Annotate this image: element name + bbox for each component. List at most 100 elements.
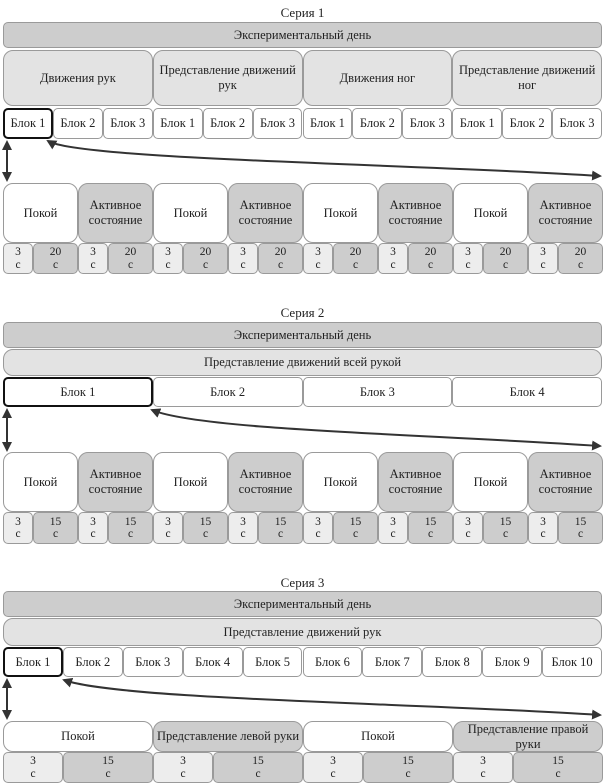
rest-duration-cell-label: 3 с <box>15 515 21 540</box>
rest-duration-cell-label: 3 с <box>240 515 246 540</box>
active-state-box-label: Активное состояние <box>88 198 143 227</box>
rest-state-box: Покой <box>153 452 228 512</box>
block-cell[interactable]: Блок 10 <box>542 647 602 677</box>
active-state-box: Активное состояние <box>228 452 303 512</box>
active-duration-cell: 20 с <box>258 243 303 274</box>
rest-state-box-label: Покой <box>323 474 358 489</box>
active-duration-cell: 20 с <box>333 243 378 274</box>
rest-state-box-label: Покой <box>473 474 508 489</box>
block-cell-label: Блок 6 <box>314 654 350 669</box>
rest-duration-cell-label: 3 с <box>540 515 546 540</box>
block-cell[interactable]: Блок 4 <box>182 647 243 677</box>
rest-state-box-label: Покой <box>323 205 358 220</box>
expand-curved-arrow <box>46 139 602 181</box>
block-cell[interactable]: Блок 1 <box>452 108 503 139</box>
rest-duration-cell-label: 3 с <box>165 515 171 540</box>
block-cell[interactable]: Блок 3 <box>122 647 183 677</box>
rest-state-box: Покой <box>303 452 378 512</box>
rest-duration-cell: 3 с <box>153 752 213 783</box>
active-duration-cell: 15 с <box>513 752 603 783</box>
rest-state-box-label: Покой <box>23 474 58 489</box>
active-duration-cell: 15 с <box>108 512 153 544</box>
block-cell[interactable]: Блок 5 <box>242 647 303 677</box>
block-cell[interactable]: Блок 1 <box>302 108 353 139</box>
experiment-day-bar: Экспериментальный день <box>3 591 602 617</box>
block-cell-selected[interactable]: Блок 1 <box>3 647 63 677</box>
active-duration-cell: 20 с <box>558 243 603 274</box>
block-cell[interactable]: Блок 2 <box>202 108 253 139</box>
block-cell-label: Блок 10 <box>551 654 593 669</box>
block-cell-selected[interactable]: Блок 1 <box>3 377 153 407</box>
block-cell[interactable]: Блок 9 <box>482 647 543 677</box>
rest-duration-cell-label: 3 с <box>30 755 36 780</box>
task-box-label: Представление движений ног <box>458 63 596 92</box>
rest-duration-cell: 3 с <box>528 512 558 544</box>
active-state-box: Активное состояние <box>78 183 153 243</box>
block-cell[interactable]: Блок 3 <box>552 108 602 139</box>
active-state-box: Активное состояние <box>378 452 453 512</box>
block-cell[interactable]: Блок 8 <box>422 647 483 677</box>
block-cell-label: Блок 1 <box>160 116 196 130</box>
experiment-day-bar: Экспериментальный день <box>3 22 602 48</box>
experiment-day-bar-label: Экспериментальный день <box>233 327 372 342</box>
block-cell[interactable]: Блок 7 <box>362 647 423 677</box>
block-cell-label: Блок 2 <box>60 116 96 130</box>
experiment-day-bar: Экспериментальный день <box>3 322 602 348</box>
active-duration-cell: 20 с <box>108 243 153 274</box>
active-state-box: Активное состояние <box>528 183 603 243</box>
active-state-box: Активное состояние <box>378 183 453 243</box>
active-duration-cell-label: 20 с <box>349 246 362 271</box>
expand-curved-arrow <box>62 677 602 720</box>
rest-duration-cell: 3 с <box>228 512 258 544</box>
active-duration-cell: 20 с <box>183 243 228 274</box>
active-duration-cell: 15 с <box>558 512 603 544</box>
active-state-box: Представление левой руки <box>153 721 303 752</box>
rest-state-box: Покой <box>453 183 528 243</box>
block-cell[interactable]: Блок 2 <box>152 377 303 407</box>
block-cell[interactable]: Блок 1 <box>152 108 203 139</box>
active-duration-cell: 20 с <box>408 243 453 274</box>
block-cell[interactable]: Блок 2 <box>52 108 103 139</box>
task-box: Представление движений ног <box>452 50 602 106</box>
block-cell[interactable]: Блок 2 <box>352 108 403 139</box>
block-cell[interactable]: Блок 3 <box>402 108 453 139</box>
block-cell[interactable]: Блок 3 <box>252 108 303 139</box>
active-state-box: Представление правой руки <box>453 721 603 752</box>
active-duration-cell-label: 20 с <box>424 246 437 271</box>
rest-duration-cell: 3 с <box>378 243 408 274</box>
series-title: Серия 3 <box>280 575 325 590</box>
rest-duration-cell: 3 с <box>3 512 33 544</box>
task-box-label: Представление движений всей рукой <box>203 355 402 369</box>
experiment-day-bar-label: Экспериментальный день <box>233 596 372 611</box>
block-cell-selected-label: Блок 1 <box>10 116 46 130</box>
block-cell[interactable]: Блок 2 <box>502 108 553 139</box>
active-duration-cell: 20 с <box>483 243 528 274</box>
rest-duration-cell: 3 с <box>228 243 258 274</box>
active-duration-cell-label: 20 с <box>199 246 212 271</box>
block-cell[interactable]: Блок 6 <box>302 647 363 677</box>
task-box-label: Движения ног <box>339 70 416 85</box>
rest-duration-cell: 3 с <box>453 243 483 274</box>
block-cell[interactable]: Блок 2 <box>62 647 123 677</box>
block-cell-label: Блок 7 <box>374 654 410 669</box>
task-box-label: Представление движений рук <box>223 624 382 639</box>
rest-duration-cell: 3 с <box>3 752 63 783</box>
series-title: Серия 2 <box>280 305 325 320</box>
block-cell[interactable]: Блок 3 <box>102 108 153 139</box>
block-cell-label: Блок 2 <box>509 116 545 130</box>
active-duration-cell-label: 15 с <box>499 515 512 540</box>
task-box: Представление движений рук <box>3 618 602 646</box>
active-duration-cell-label: 15 с <box>349 515 362 540</box>
rest-state-box-label: Покой <box>361 729 395 743</box>
rest-state-box-label: Покой <box>23 205 58 220</box>
rest-duration-cell: 3 с <box>528 243 558 274</box>
block-cell[interactable]: Блок 3 <box>302 377 453 407</box>
block-cell[interactable]: Блок 4 <box>452 377 602 407</box>
active-duration-cell-label: 15 с <box>574 515 587 540</box>
rest-duration-cell-label: 3 с <box>480 755 486 780</box>
rest-duration-cell: 3 с <box>3 243 33 274</box>
active-duration-cell: 15 с <box>258 512 303 544</box>
active-duration-cell-label: 15 с <box>252 755 264 780</box>
block-cell-selected[interactable]: Блок 1 <box>3 108 53 139</box>
